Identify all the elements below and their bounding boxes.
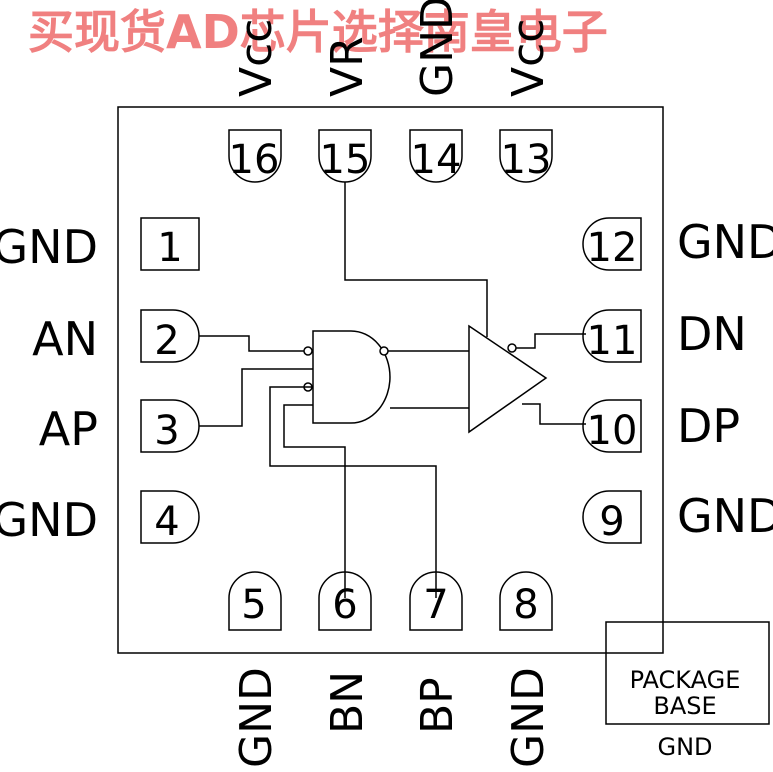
pin-11-pad xyxy=(582,309,642,363)
pin-13-number: 13 xyxy=(501,137,552,183)
pin-13-label: Vcc xyxy=(503,19,554,97)
watermark-text: 买现货AD芯片选择南皇电子 xyxy=(28,5,608,59)
pin-5-number: 5 xyxy=(241,582,266,628)
wire-an xyxy=(199,335,304,352)
and-gate-input-a-bubble xyxy=(303,346,313,356)
pin-14-number: 14 xyxy=(411,137,462,183)
pin-11-label: DN xyxy=(677,307,747,361)
and-gate xyxy=(312,330,391,424)
output-buffer-bubble xyxy=(507,343,517,353)
package-base-box xyxy=(605,621,770,725)
pin-13-pad xyxy=(499,129,553,183)
wire-vr xyxy=(344,182,488,337)
pin-12-label: GND xyxy=(677,215,773,269)
pin-5-pad xyxy=(228,571,282,631)
pin-11-number: 11 xyxy=(587,318,638,364)
pin-10-label: DP xyxy=(677,399,740,453)
pin-10-number: 10 xyxy=(587,408,638,454)
pin-12-pad xyxy=(582,217,642,271)
pin-16-label: Vcc xyxy=(231,19,282,97)
pin-8-label: GND xyxy=(503,667,554,768)
pin-15-label: VR xyxy=(322,36,373,97)
pin-2-number: 2 xyxy=(154,318,179,364)
pin-15-pad xyxy=(318,129,372,183)
wire-dn xyxy=(516,333,586,349)
pin-15-number: 15 xyxy=(320,137,371,183)
pin-3-label: AP xyxy=(39,402,98,456)
pin-16-number: 16 xyxy=(229,137,280,183)
pin-16-pad xyxy=(228,129,282,183)
pin-3-pad xyxy=(140,399,200,453)
and-gate-output-bubble xyxy=(379,346,389,356)
pin-9-pad xyxy=(582,490,642,544)
wire-bp xyxy=(269,386,437,598)
pin-1-number: 1 xyxy=(157,225,182,271)
pin-2-label: AN xyxy=(32,312,98,366)
pin-14-pad xyxy=(409,129,463,183)
pin-2-pad xyxy=(140,309,200,363)
pin-1-label: GND xyxy=(0,220,98,274)
wire-bn xyxy=(283,404,346,598)
wire-ap xyxy=(199,368,313,427)
package-base-line1: PACKAGE xyxy=(630,666,741,694)
output-buffer xyxy=(468,324,548,434)
pin-9-number: 9 xyxy=(599,499,624,545)
pin-4-number: 4 xyxy=(154,499,179,545)
pin-9-label: GND xyxy=(677,489,773,543)
pin-3-number: 3 xyxy=(154,408,179,454)
wire-dp xyxy=(522,403,586,425)
pin-8-pad xyxy=(499,571,553,631)
pin-12-number: 12 xyxy=(587,225,638,271)
package-base-line2: BASE xyxy=(653,692,716,720)
pin-5-label: GND xyxy=(231,667,282,768)
pin-6-label: BN xyxy=(322,671,373,734)
pin-6-pad xyxy=(318,571,372,631)
pin-4-pad xyxy=(140,490,200,544)
pin-7-label: BP xyxy=(412,677,463,734)
pin-1-pad xyxy=(140,217,200,271)
pin-10-pad xyxy=(582,399,642,453)
pin-4-label: GND xyxy=(0,493,98,547)
pin-7-pad xyxy=(409,571,463,631)
package-base-gnd-label: GND xyxy=(657,733,712,761)
package-outline xyxy=(117,106,664,654)
pin-14-label: GND xyxy=(412,0,463,97)
pin-8-number: 8 xyxy=(513,582,538,628)
